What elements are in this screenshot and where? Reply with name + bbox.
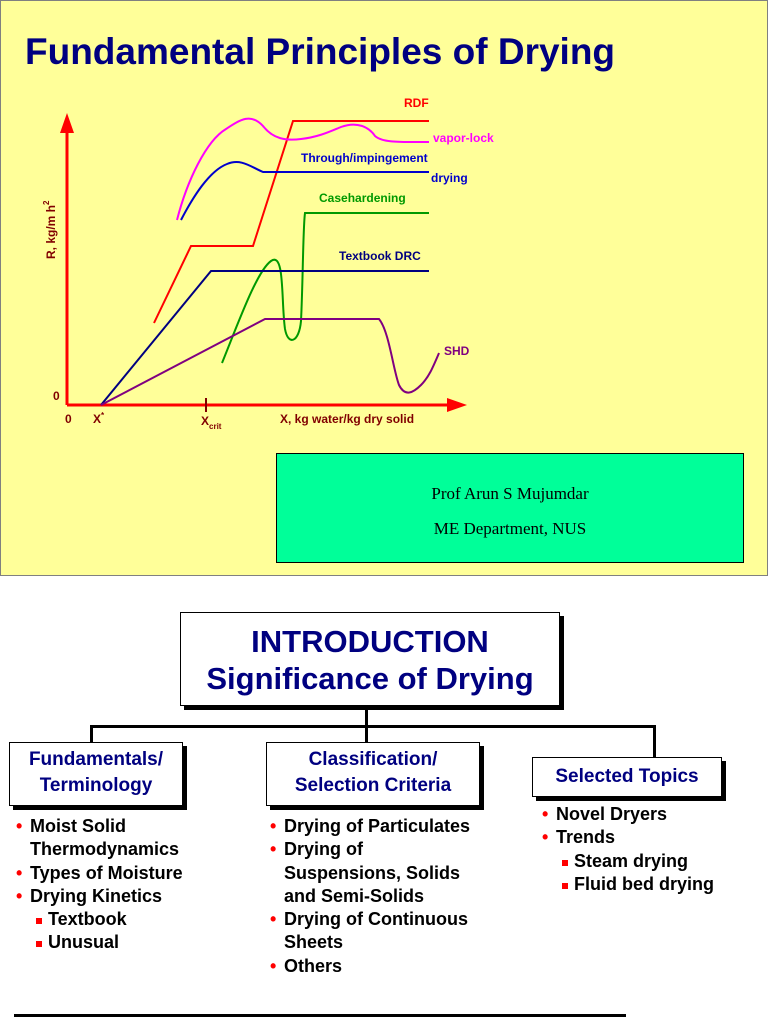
fundamentals-list: Moist Solid Thermodynamics Types of Mois… <box>14 815 183 955</box>
category-box-fundamentals: Fundamentals/ Terminology <box>9 742 183 806</box>
list-item: Trends <box>540 826 714 850</box>
category-box-classification: Classification/ Selection Criteria <box>266 742 480 806</box>
slide-title: Fundamental Principles of Drying <box>25 31 616 72</box>
series-casehardening-curve <box>221 212 429 364</box>
series-label-shd: SHD <box>444 344 470 358</box>
list-item: Drying of Continuous <box>268 908 470 932</box>
list-item: Drying Kinetics <box>14 885 183 909</box>
series-label-casehardening: Casehardening <box>319 191 406 205</box>
series-label-through-2: drying <box>431 171 468 185</box>
connector-right <box>653 725 656 757</box>
drying-rate-chart: RDF vapor-lock Through/impingement dryin… <box>42 96 494 431</box>
connector-horizontal <box>90 725 656 728</box>
list-item: Fluid bed drying <box>540 873 714 896</box>
list-item: and Semi-Solids <box>284 885 425 906</box>
y-tick-zero: 0 <box>53 389 60 403</box>
list-item: Types of Moisture <box>14 862 183 886</box>
selected-topics-list: Novel Dryers Trends Steam drying Fluid b… <box>540 803 714 896</box>
series-textbook-curve <box>100 270 429 406</box>
category-title: Selection Criteria <box>294 775 452 796</box>
x-tick-zero: 0 <box>65 412 72 426</box>
list-item: Drying of <box>268 838 470 862</box>
y-axis-label: R, kg/m h2 <box>42 200 58 259</box>
connector-middle <box>365 725 368 742</box>
category-title: Fundamentals/ <box>28 749 164 770</box>
classification-list: Drying of Particulates Drying of Suspens… <box>268 815 470 978</box>
author-box: Prof Arun S Mujumdar ME Department, NUS <box>276 453 744 563</box>
intro-box: INTRODUCTION Significance of Drying <box>180 612 560 706</box>
intro-heading: INTRODUCTION <box>251 624 489 659</box>
category-box-selected-topics: Selected Topics <box>532 757 722 797</box>
author-department: ME Department, NUS <box>433 519 587 538</box>
series-label-rdf: RDF <box>404 96 429 110</box>
series-label-textbook: Textbook DRC <box>339 249 421 263</box>
connector-vertical-main <box>365 705 368 727</box>
category-title: Terminology <box>39 775 153 796</box>
series-label-vapor-lock: vapor-lock <box>433 131 494 145</box>
x-axis-label: X, kg water/kg dry solid <box>280 412 414 426</box>
series-rdf-curve <box>153 120 429 324</box>
series-through-drying-curve <box>180 161 429 221</box>
list-item: Drying of Particulates <box>268 815 470 839</box>
list-item: Moist Solid <box>14 815 183 839</box>
list-item: Novel Dryers <box>540 803 714 827</box>
author-name: Prof Arun S Mujumdar <box>431 484 589 503</box>
category-title: Selected Topics <box>555 766 699 787</box>
list-item: Textbook <box>14 908 183 931</box>
category-title: Classification/ <box>308 749 438 770</box>
x-axis-arrow <box>447 398 467 412</box>
title-slide: Fundamental Principles of Drying RDF vap… <box>0 0 768 576</box>
series-shd-curve <box>100 318 440 406</box>
y-axis-arrow <box>60 113 74 133</box>
list-item: Suspensions, Solids <box>284 862 461 883</box>
list-item: Others <box>268 955 470 979</box>
series-label-through: Through/impingement <box>301 151 428 165</box>
x-tick-xstar: X* <box>93 411 105 426</box>
list-item: Unusual <box>14 931 183 954</box>
bottom-divider <box>14 1014 626 1017</box>
list-item: Steam drying <box>540 850 714 873</box>
list-item: Sheets <box>284 932 344 953</box>
connector-left <box>90 725 93 742</box>
intro-subheading: Significance of Drying <box>206 661 534 696</box>
series-vapor-lock-curve <box>176 117 430 221</box>
list-item: Thermodynamics <box>30 839 180 860</box>
x-tick-xcrit: Xcrit <box>201 414 222 431</box>
